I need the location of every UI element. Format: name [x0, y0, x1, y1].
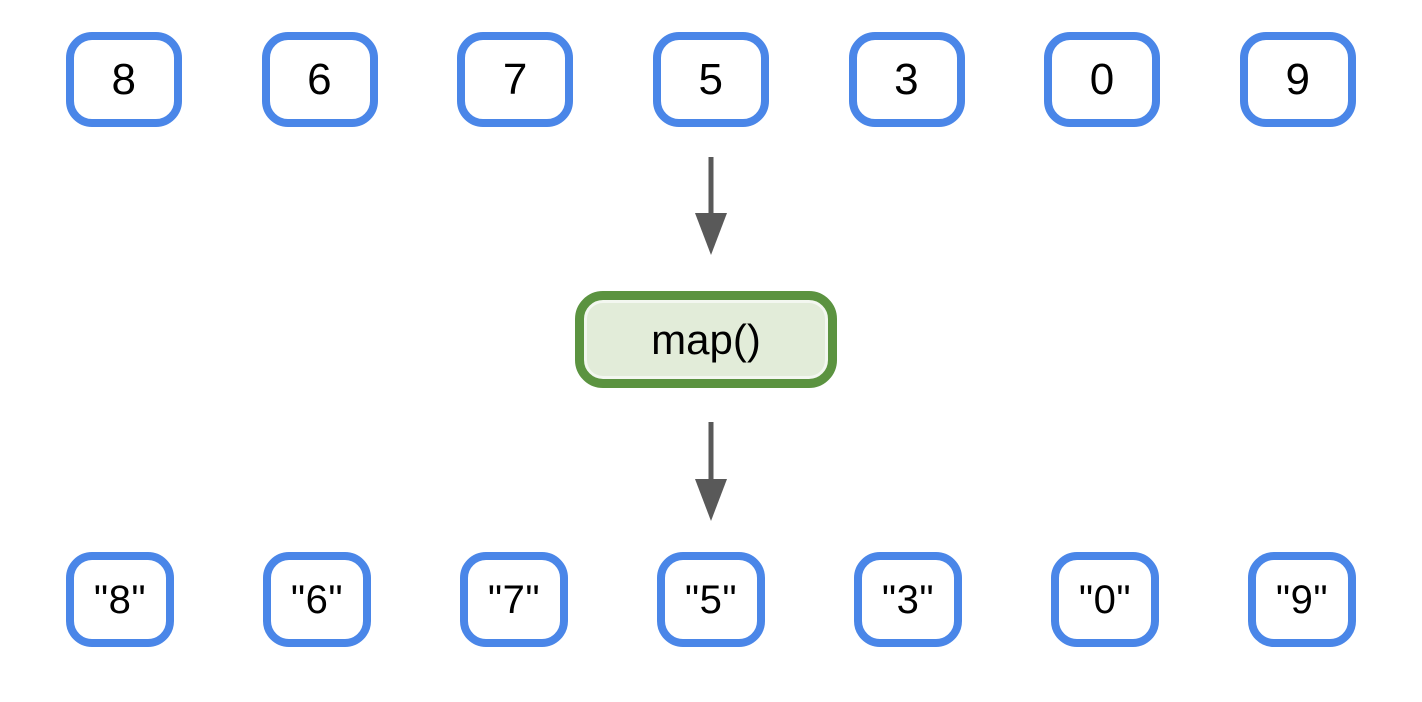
input-row: 8 6 7 5 3 0 9: [0, 32, 1422, 127]
input-cell: 3: [848, 32, 965, 127]
output-cell: "5": [657, 552, 765, 647]
output-row: "8" "6" "7" "5" "3" "0" "9": [0, 552, 1422, 647]
output-cell: "0": [1051, 552, 1159, 647]
input-cell: 7: [457, 32, 574, 127]
output-cell: "8": [66, 552, 174, 647]
output-cell: "9": [1248, 552, 1356, 647]
arrow-down-icon: [695, 422, 727, 521]
input-cell: 5: [652, 32, 769, 127]
input-cell: 8: [66, 32, 182, 127]
output-cell: "3": [854, 552, 962, 647]
output-cell: "6": [263, 552, 371, 647]
arrow-down-icon: [695, 157, 727, 255]
map-function-label: map(): [651, 315, 761, 363]
map-function-box: map(): [575, 291, 837, 388]
input-cell: 9: [1239, 32, 1356, 127]
output-cell: "7": [460, 552, 568, 647]
input-cell: 0: [1044, 32, 1161, 127]
input-cell: 6: [261, 32, 378, 127]
